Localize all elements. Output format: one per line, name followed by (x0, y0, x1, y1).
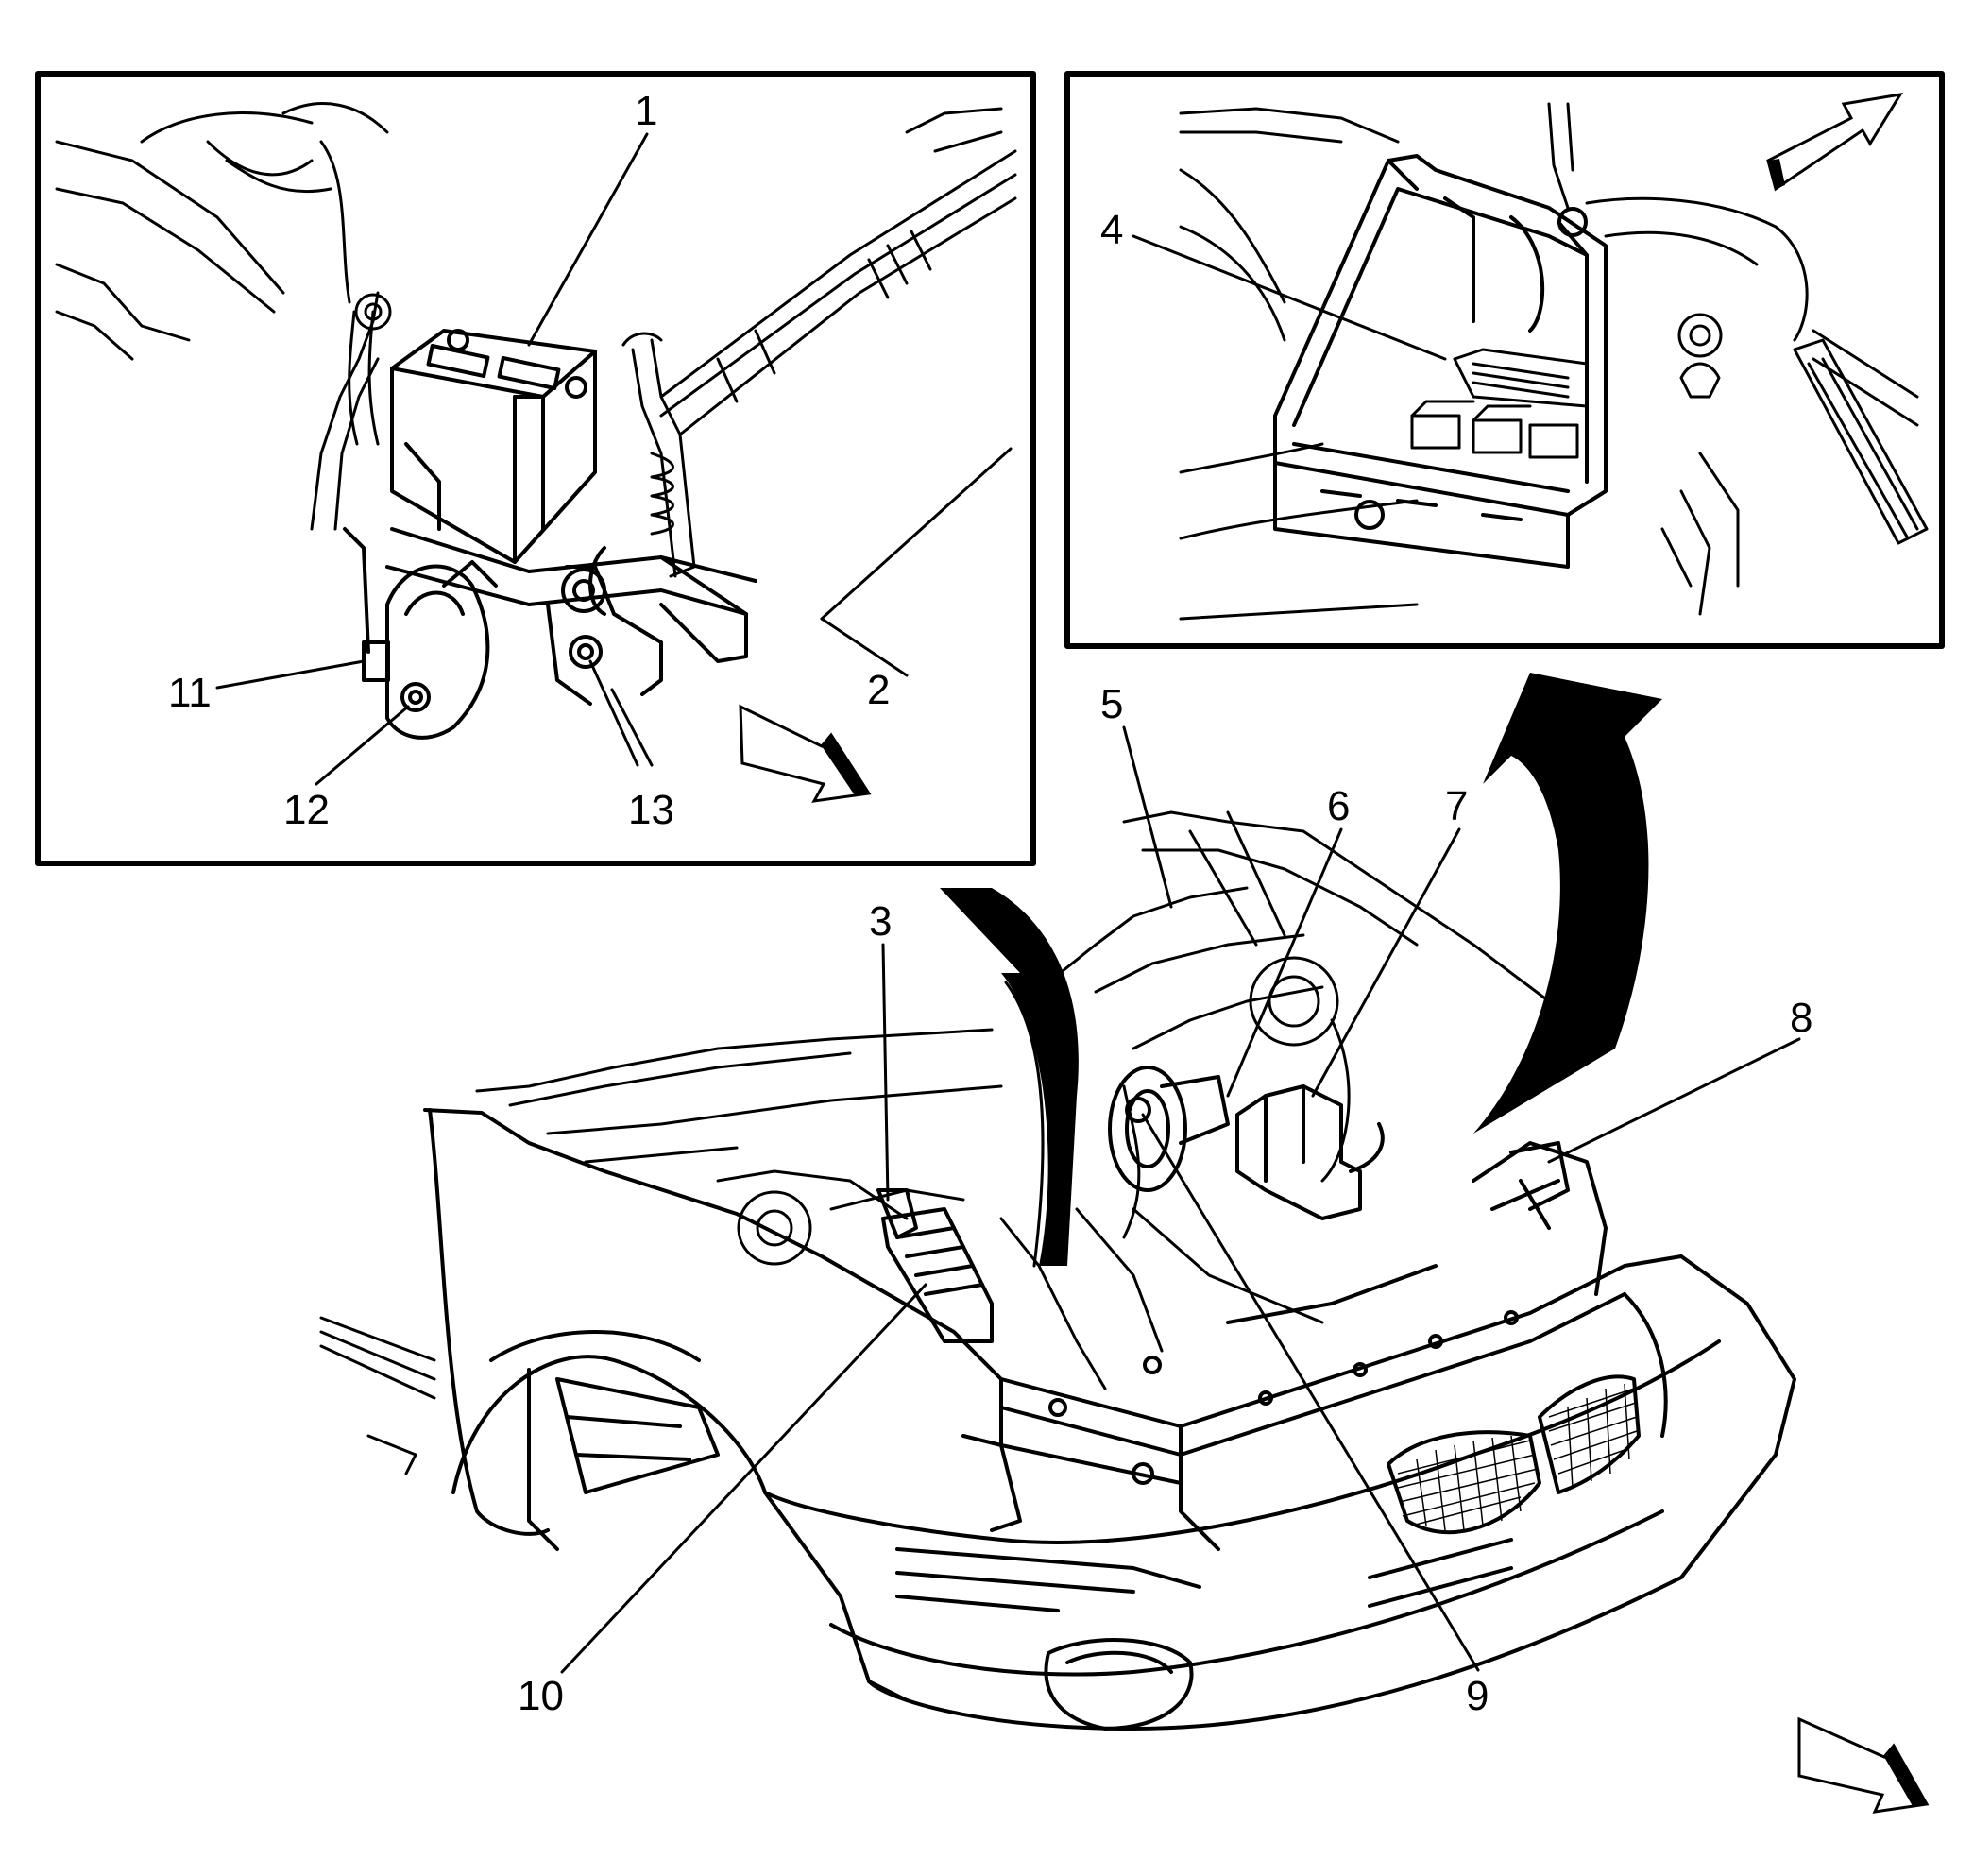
direction-arrow-icon (1766, 92, 1904, 192)
vehicle-leaders (560, 725, 1801, 1674)
inset-left-structure (55, 102, 1017, 578)
front-fascia (763, 1254, 1796, 1731)
inset-left-battery-view: 1 2 11 12 13 (35, 71, 1036, 866)
inset-right-module-view: 4 (1064, 71, 1945, 649)
callout-2: 2 (867, 667, 890, 713)
battery (390, 329, 597, 564)
vehicle-front-view: 3 5 6 7 8 9 10 (319, 673, 1930, 1814)
callout-12: 12 (283, 787, 330, 833)
engine-compartment (475, 810, 1551, 1390)
control-module (1410, 348, 1589, 459)
module-box (1273, 154, 1608, 569)
view-transfer-arrow-icon (1473, 673, 1662, 1134)
callout-10: 10 (518, 1673, 564, 1719)
callout-1: 1 (635, 88, 657, 134)
left-fender (423, 1108, 1003, 1702)
callout-3: 3 (869, 898, 892, 945)
callout-13: 13 (628, 787, 674, 833)
callout-6: 6 (1327, 783, 1350, 829)
view-transfer-arrow-icon (940, 888, 1079, 1268)
radiator-support (961, 1141, 1683, 1551)
left-frame-rail (319, 1316, 436, 1475)
inset-right-leaders (1132, 234, 1447, 361)
callout-8: 8 (1790, 995, 1812, 1041)
battery-tray (385, 527, 757, 706)
inset-left-leaders (215, 132, 1013, 786)
callout-11: 11 (168, 670, 212, 716)
direction-arrow-icon (1797, 1716, 1930, 1814)
grille-mesh (1397, 1383, 1638, 1531)
callout-4: 4 (1100, 207, 1123, 253)
underhood-components (876, 1066, 1570, 1343)
callout-5: 5 (1100, 681, 1123, 727)
callout-9: 9 (1466, 1673, 1489, 1719)
inset-left-housing (343, 527, 498, 740)
callout-7: 7 (1445, 783, 1468, 829)
inset-right-structure (1179, 102, 1929, 621)
direction-arrow-icon (739, 704, 872, 803)
